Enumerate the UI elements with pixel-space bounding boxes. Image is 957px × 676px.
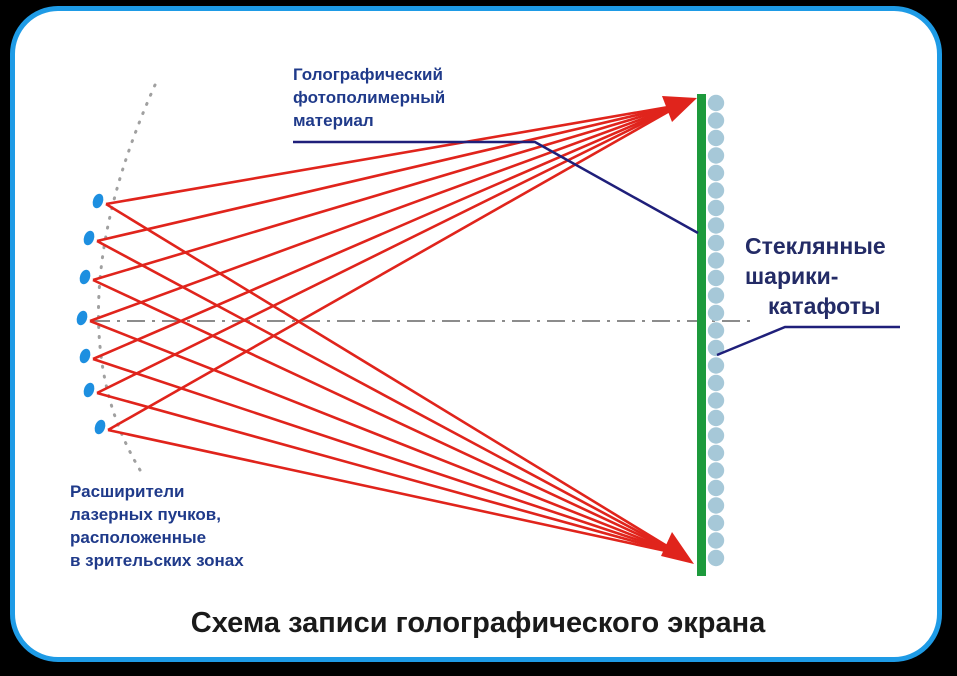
beads-label-line: шарики- [745,263,838,289]
laser-beam [92,103,681,361]
beam-expander-dot [83,382,95,398]
glass-bead [707,357,725,374]
expanders-label-line: лазерных пучков, [70,505,221,524]
beam-expander-dot [79,348,91,364]
glass-beads [707,94,725,567]
arrowhead-top [662,96,697,122]
laser-beam [96,103,681,243]
expanders-label-line: Расширители [70,482,185,501]
glass-bead [707,217,725,234]
glass-bead [707,147,725,164]
laser-beam [92,357,681,556]
diagram-frame [10,6,942,662]
laser-beam [92,103,681,282]
material-label-line: Голографический [293,65,443,84]
beam-expanders [76,193,106,435]
glass-bead [707,182,725,199]
material-label-line: материал [293,111,374,130]
glass-bead [707,392,725,409]
glass-bead [707,479,725,497]
glass-bead [707,549,725,567]
laser-beam [105,202,681,556]
glass-bead [707,94,725,112]
laser-beams [89,103,681,556]
glass-bead [707,252,725,269]
beam-expander-dot [76,310,88,326]
glass-bead [707,374,725,392]
beads-leader-line [716,325,900,357]
expanders-label-line: расположенные [70,528,206,547]
laser-beam [89,103,681,323]
glass-bead [707,234,725,252]
glass-bead [707,269,725,287]
material-label-line: фотополимерный [293,88,445,107]
arrowhead-bottom [661,532,694,564]
beam-expander-dot [79,269,91,285]
laser-beam [105,103,681,206]
glass-bead [707,409,725,427]
glass-bead [707,199,725,217]
glass-bead [707,339,725,357]
glass-bead [707,322,725,339]
glass-bead [707,444,725,462]
glass-bead [707,497,725,514]
laser-beam [96,391,681,556]
beam-expander-dot [94,419,106,435]
beam-expander-dot [83,230,95,246]
beads-label-line: Стеклянные [745,233,886,259]
laser-beam [107,428,681,556]
photopolymer-screen [697,94,706,576]
expanders-label-line: в зрительских зонах [70,551,244,570]
glass-bead [707,129,725,147]
glass-bead [707,287,725,304]
beam-expander-dot [92,193,104,209]
glass-bead [707,514,725,532]
glass-bead [707,112,725,129]
laser-beam [92,278,681,556]
expanders-label: Расширители лазерных пучков, расположенн… [70,482,244,570]
laser-beam [96,239,681,556]
glass-bead [707,304,725,322]
material-label: Голографический фотополимерный материал [293,65,450,130]
diagram-caption: Схема записи голографического экрана [191,607,766,639]
source-arc [97,83,157,472]
glass-bead [707,427,725,444]
glass-bead [707,164,725,182]
laser-beam [96,103,681,395]
beads-label-line: катафоты [768,293,881,319]
material-leader-line [293,140,699,235]
glass-bead [707,532,725,549]
laser-beam [89,319,681,556]
glass-bead [707,462,725,479]
beads-label: Стеклянные шарики- катафоты [745,233,892,319]
laser-beam [107,103,681,432]
